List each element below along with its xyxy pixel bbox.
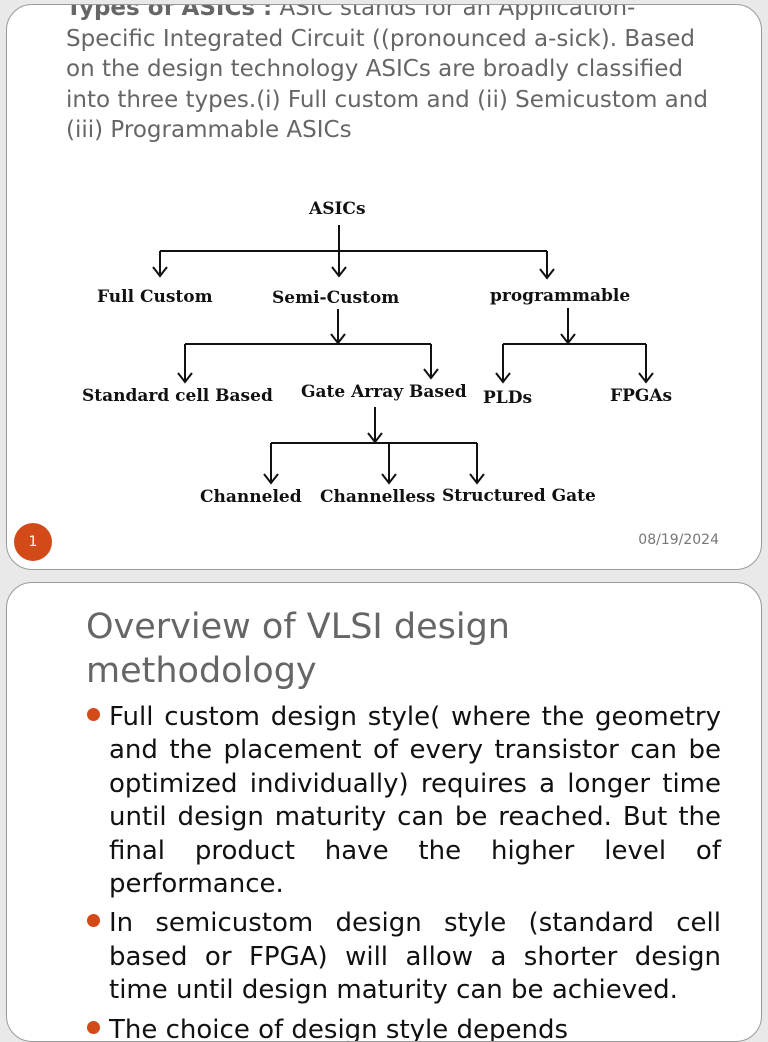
node-plds: PLDs <box>483 388 532 408</box>
node-full-custom: Full Custom <box>97 287 213 307</box>
slide-2: Overview of VLSI design methodology Full… <box>6 582 762 1042</box>
intro-text: ASIC stands for an Application-Specific … <box>66 4 708 143</box>
bullet-item: The choice of design style depends <box>87 1014 721 1042</box>
node-channelless: Channelless <box>320 487 435 507</box>
bullet-item: Full custom design style( where the geom… <box>87 701 721 901</box>
node-asics: ASICs <box>308 199 366 219</box>
bullet-text: The choice of design style depends <box>109 1014 569 1042</box>
slide-1: Types of ASICs : ASIC stands for an Appl… <box>6 4 762 570</box>
bullet-text: Full custom design style( where the geom… <box>109 702 721 900</box>
node-standard-cell: Standard cell Based <box>82 386 273 406</box>
intro-paragraph: Types of ASICs : ASIC stands for an Appl… <box>66 4 716 146</box>
bullet-dot-icon <box>87 708 100 721</box>
node-gate-array: Gate Array Based <box>301 382 467 402</box>
node-fpgas: FPGAs <box>610 386 672 406</box>
bullet-text: In semicustom design style (standard cel… <box>109 908 721 1006</box>
node-structured-gate: Structured Gate <box>442 486 596 506</box>
bullet-list: Full custom design style( where the geom… <box>87 701 721 1042</box>
slide-title: Overview of VLSI design methodology <box>86 607 510 691</box>
node-channeled: Channeled <box>200 487 302 507</box>
bullet-dot-icon <box>87 1020 100 1034</box>
node-programmable: programmable <box>490 286 630 306</box>
node-semi-custom: Semi-Custom <box>272 288 399 308</box>
bullet-item: In semicustom design style (standard cel… <box>87 907 721 1007</box>
slide-number-badge: 1 <box>14 523 52 561</box>
asic-classification-diagram: ASICs Full Custom Semi-Custom programmab… <box>82 199 672 507</box>
intro-heading: Types of ASICs : <box>66 4 273 21</box>
bullet-dot-icon <box>87 914 100 928</box>
slide-date: 08/19/2024 <box>638 532 719 548</box>
